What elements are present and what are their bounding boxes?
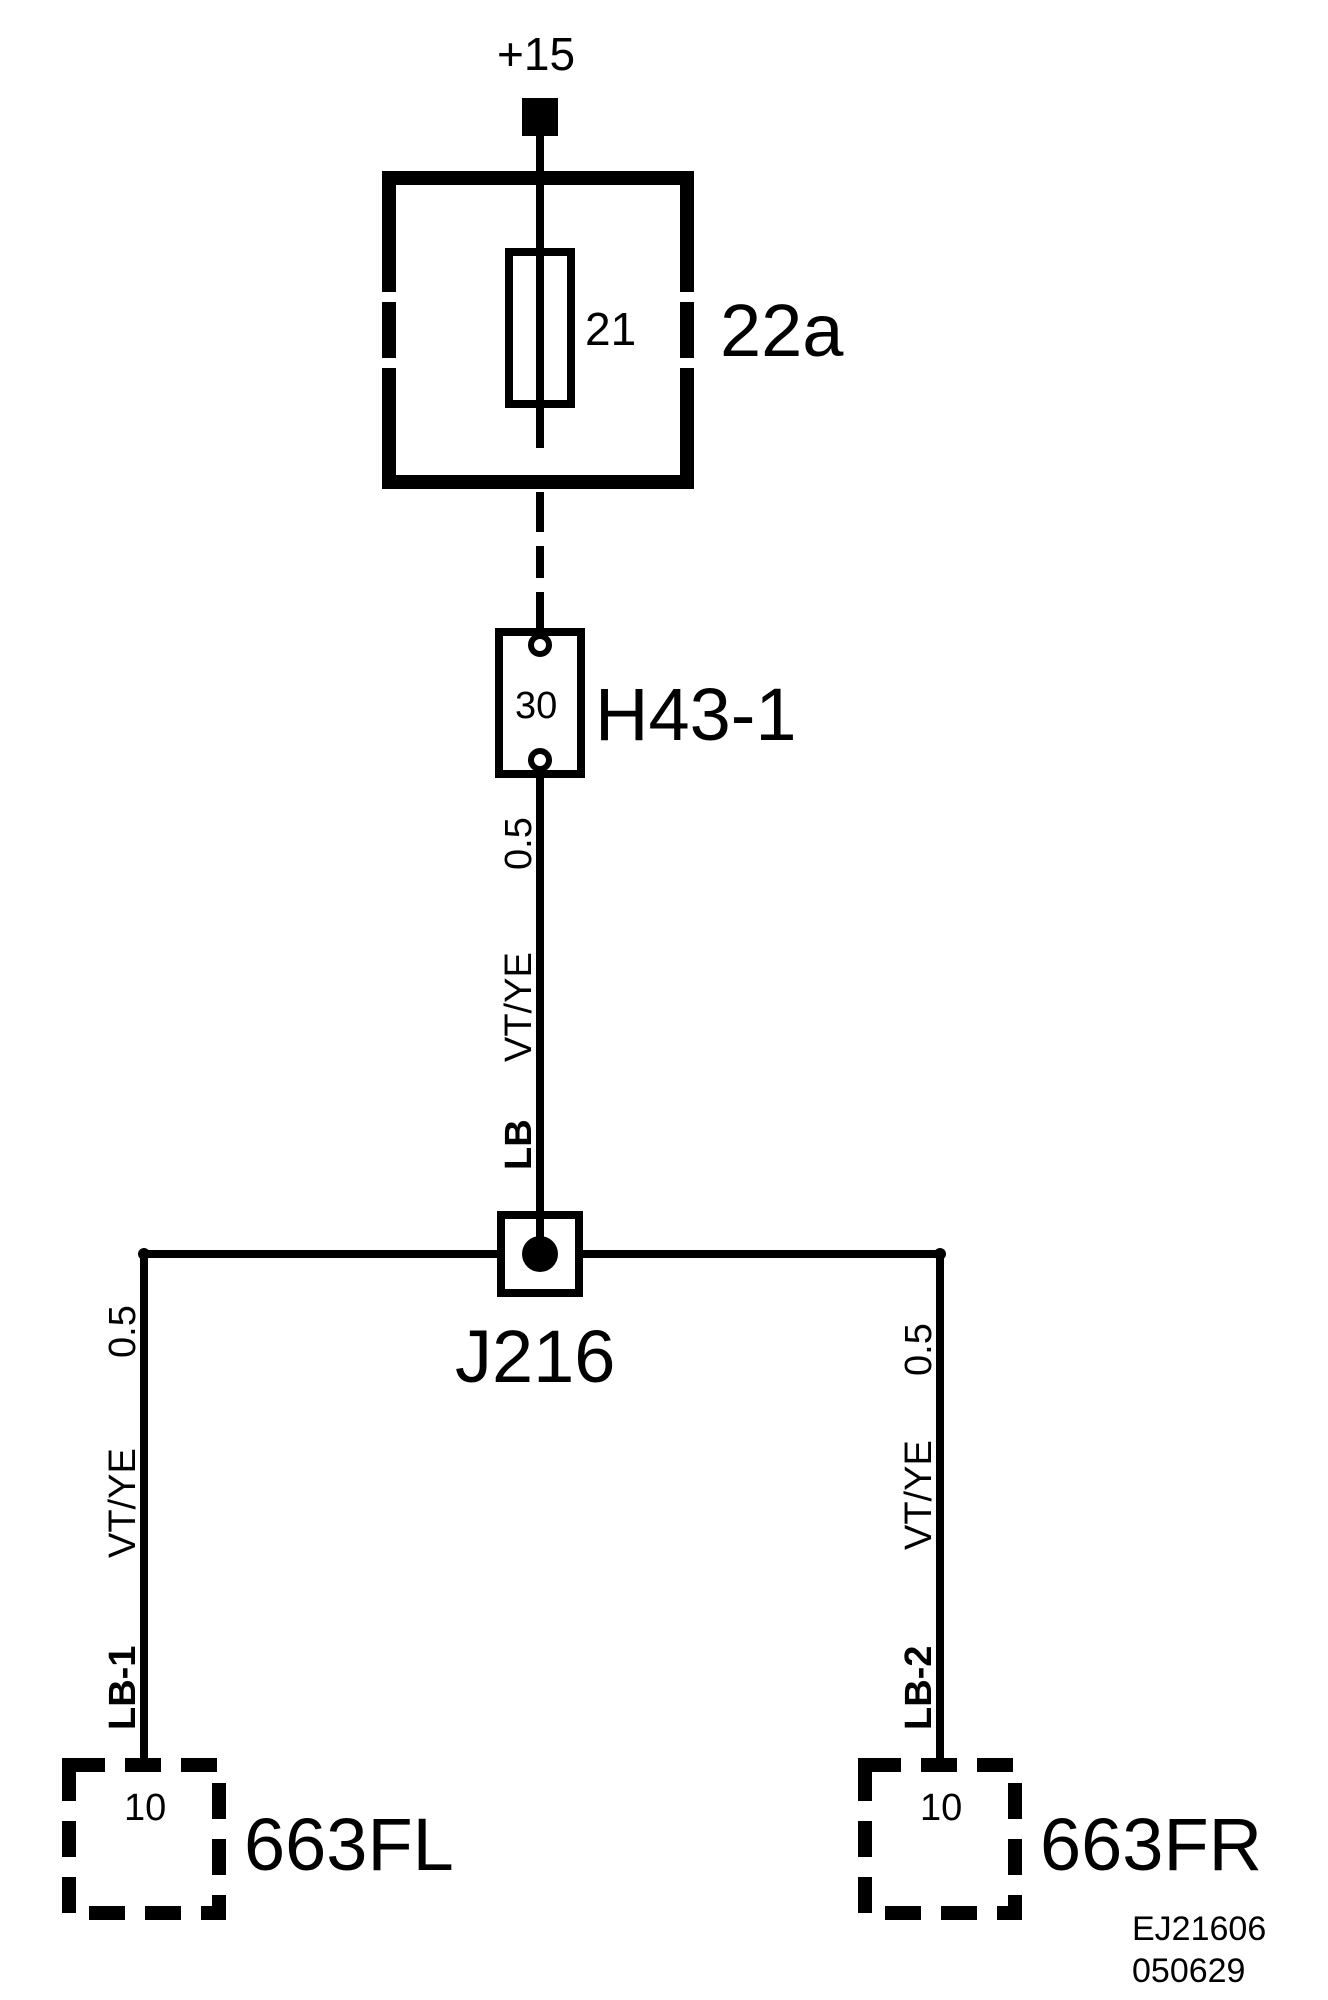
main-wire-color: VT/YE	[498, 952, 540, 1062]
supply-terminal	[522, 98, 558, 136]
drawing-date: 050629	[1132, 1952, 1245, 1990]
component-663fr-label: 663FR	[1040, 1803, 1262, 1886]
junction-label: J216	[455, 1315, 615, 1398]
fuse-box	[382, 171, 694, 489]
right-wire-color: VT/YE	[898, 1440, 940, 1550]
main-wire-size: 0.5	[498, 817, 540, 870]
fuse-box-label: 22a	[720, 289, 844, 372]
right-wire-size: 0.5	[898, 1323, 940, 1376]
junction-dot	[522, 1236, 558, 1272]
drawing-code: EJ21606	[1132, 1910, 1266, 1948]
fuse-number: 21	[585, 303, 636, 355]
main-wire-harness: LB	[498, 1119, 540, 1170]
left-wire-size: 0.5	[102, 1305, 144, 1358]
component-663fr	[858, 1758, 1022, 1920]
left-wire-color: VT/YE	[102, 1448, 144, 1558]
right-wire-harness: LB-2	[898, 1646, 940, 1730]
connector-label: H43-1	[595, 673, 797, 756]
component-663fl	[62, 1758, 226, 1920]
connector-pin-number: 30	[515, 685, 557, 727]
supply-label: +15	[497, 28, 575, 80]
left-wire-harness: LB-1	[102, 1646, 144, 1730]
component-663fl-label: 663FL	[244, 1803, 454, 1886]
connector-pin-bottom	[528, 748, 552, 772]
connector-pin-top	[528, 633, 552, 657]
component-663fl-pin: 10	[124, 1787, 166, 1829]
component-663fr-pin: 10	[920, 1787, 962, 1829]
